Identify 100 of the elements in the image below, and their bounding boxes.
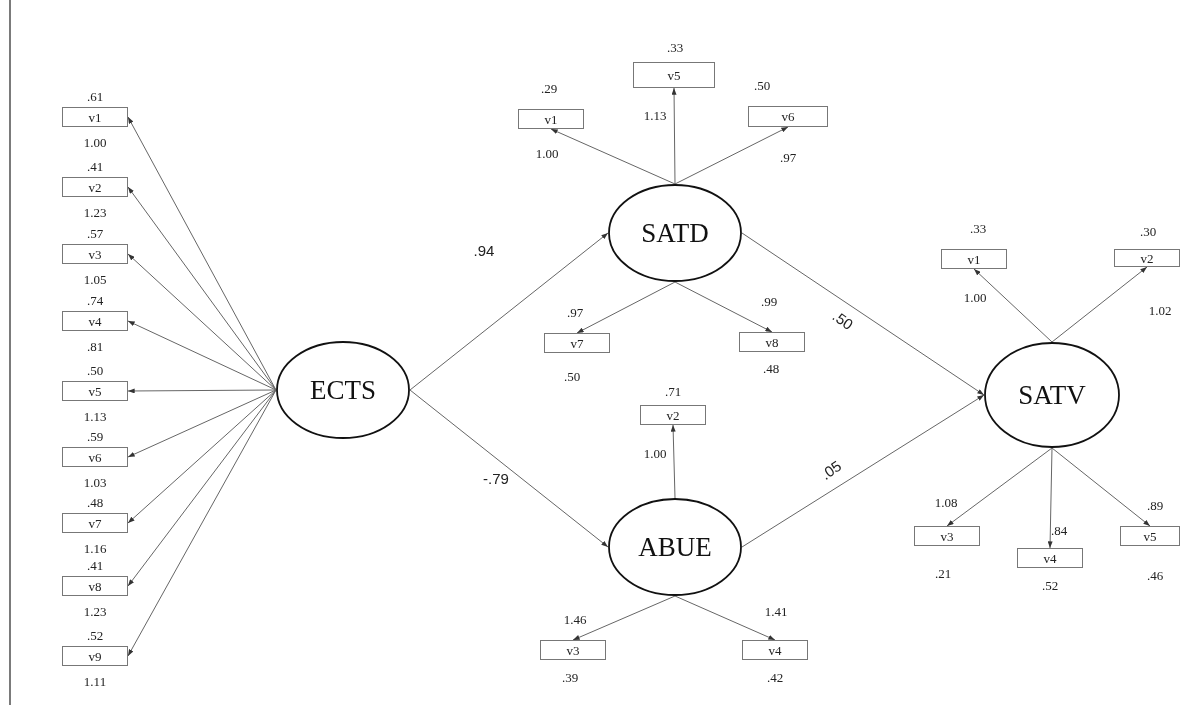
- variance-value: .30: [1139, 224, 1157, 238]
- indicator-box: [914, 526, 980, 546]
- indicator-box: [62, 107, 128, 127]
- variance-value: .41: [86, 558, 104, 572]
- loading-value: .50: [563, 369, 581, 383]
- indicator-box: [633, 62, 715, 88]
- indicator-name: v3: [940, 529, 954, 543]
- variance-value: .52: [86, 628, 104, 642]
- latent-variable-ellipse: [984, 342, 1120, 448]
- indicator-box: [544, 333, 610, 353]
- path-arrow: [572, 595, 676, 641]
- path-arrow: [576, 281, 676, 334]
- indicator-name: v3: [566, 643, 580, 657]
- path-arrow: [127, 320, 277, 391]
- path-arrow: [1051, 447, 1151, 527]
- variance-value: .97: [566, 305, 584, 319]
- loading-value: .81: [86, 339, 104, 353]
- indicator-box: [62, 447, 128, 467]
- path-arrow: [127, 186, 277, 391]
- indicator-name: v7: [570, 336, 584, 350]
- indicator-name: v8: [88, 579, 102, 593]
- indicator-name: v2: [1140, 251, 1154, 265]
- path-arrow: [127, 253, 277, 391]
- latent-variable-ellipse: [608, 498, 742, 596]
- loading-value: 1.11: [83, 674, 107, 688]
- indicator-name: v1: [544, 112, 558, 126]
- loading-value: 1.00: [963, 290, 987, 304]
- variance-value: .33: [666, 40, 684, 54]
- indicator-name: v6: [781, 110, 795, 123]
- indicator-name: v1: [967, 252, 981, 266]
- indicator-box: [941, 249, 1007, 269]
- path-arrow: [1051, 266, 1148, 343]
- path-arrow: [674, 595, 776, 641]
- indicator-name: v8: [765, 335, 779, 349]
- path-arrow: [671, 87, 677, 185]
- loading-value: 1.13: [643, 108, 667, 122]
- loading-value: 1.16: [83, 541, 107, 555]
- indicator-box: [62, 576, 128, 596]
- loading-value: 1.02: [1148, 303, 1172, 317]
- loading-value: .42: [766, 670, 784, 684]
- indicator-name: v7: [88, 516, 102, 530]
- indicator-box: [518, 109, 584, 129]
- path-arrow: [1047, 447, 1053, 549]
- path-arrow: [409, 232, 609, 391]
- indicator-name: v2: [88, 180, 102, 194]
- indicator-box: [62, 311, 128, 331]
- loading-value: 1.00: [535, 146, 559, 160]
- indicator-box: [540, 640, 606, 660]
- path-arrow: [741, 394, 985, 548]
- variance-value: .89: [1146, 498, 1164, 512]
- variance-value: .59: [86, 429, 104, 443]
- path-arrow: [127, 389, 277, 587]
- indicator-box: [1120, 526, 1180, 546]
- path-arrow: [127, 389, 277, 458]
- indicator-name: v9: [88, 649, 102, 663]
- variance-value: .61: [86, 89, 104, 103]
- indicator-name: v4: [88, 314, 102, 328]
- indicator-box: [62, 244, 128, 264]
- latent-variable-name: ABUE: [638, 533, 712, 561]
- path-arrow: [946, 447, 1053, 527]
- latent-variable-ellipse: [608, 184, 742, 282]
- variance-value: .50: [86, 363, 104, 377]
- indicator-box: [62, 381, 128, 401]
- indicator-name: v4: [1043, 551, 1057, 565]
- indicator-box: [640, 405, 706, 425]
- variance-value: 1.08: [934, 495, 958, 509]
- indicator-box: [1114, 249, 1180, 267]
- variance-value: .71: [664, 384, 682, 398]
- indicator-name: v3: [88, 247, 102, 261]
- indicator-name: v6: [88, 450, 102, 464]
- indicator-box: [62, 513, 128, 533]
- indicator-name: v2: [666, 408, 680, 422]
- loading-value: .97: [779, 150, 797, 164]
- indicator-name: v5: [1143, 529, 1157, 543]
- latent-variable-ellipse: [276, 341, 410, 439]
- indicator-name: v5: [667, 68, 681, 82]
- indicator-name: v5: [88, 384, 102, 398]
- path-arrow: [674, 281, 773, 333]
- loading-value: .48: [762, 361, 780, 375]
- latent-variable-name: ECTS: [310, 376, 376, 404]
- indicator-box: [739, 332, 805, 352]
- path-arrow: [741, 232, 985, 396]
- variance-value: .84: [1050, 523, 1068, 537]
- variance-value: 1.41: [764, 604, 788, 618]
- variance-value: .33: [969, 221, 987, 235]
- loading-value: .52: [1041, 578, 1059, 592]
- loading-value: 1.00: [643, 446, 667, 460]
- path-arrow: [409, 389, 609, 548]
- variance-value: .29: [540, 81, 558, 95]
- loading-value: .21: [934, 566, 952, 580]
- indicator-box: [1017, 548, 1083, 568]
- loading-value: 1.23: [83, 205, 107, 219]
- loading-value: 1.05: [83, 272, 107, 286]
- loading-value: 1.23: [83, 604, 107, 618]
- loading-value: 1.03: [83, 475, 107, 489]
- indicator-box: [742, 640, 808, 660]
- indicator-name: v4: [768, 643, 782, 657]
- variance-value: .41: [86, 159, 104, 173]
- latent-variable-name: SATD: [641, 219, 709, 247]
- loading-value: 1.00: [83, 135, 107, 149]
